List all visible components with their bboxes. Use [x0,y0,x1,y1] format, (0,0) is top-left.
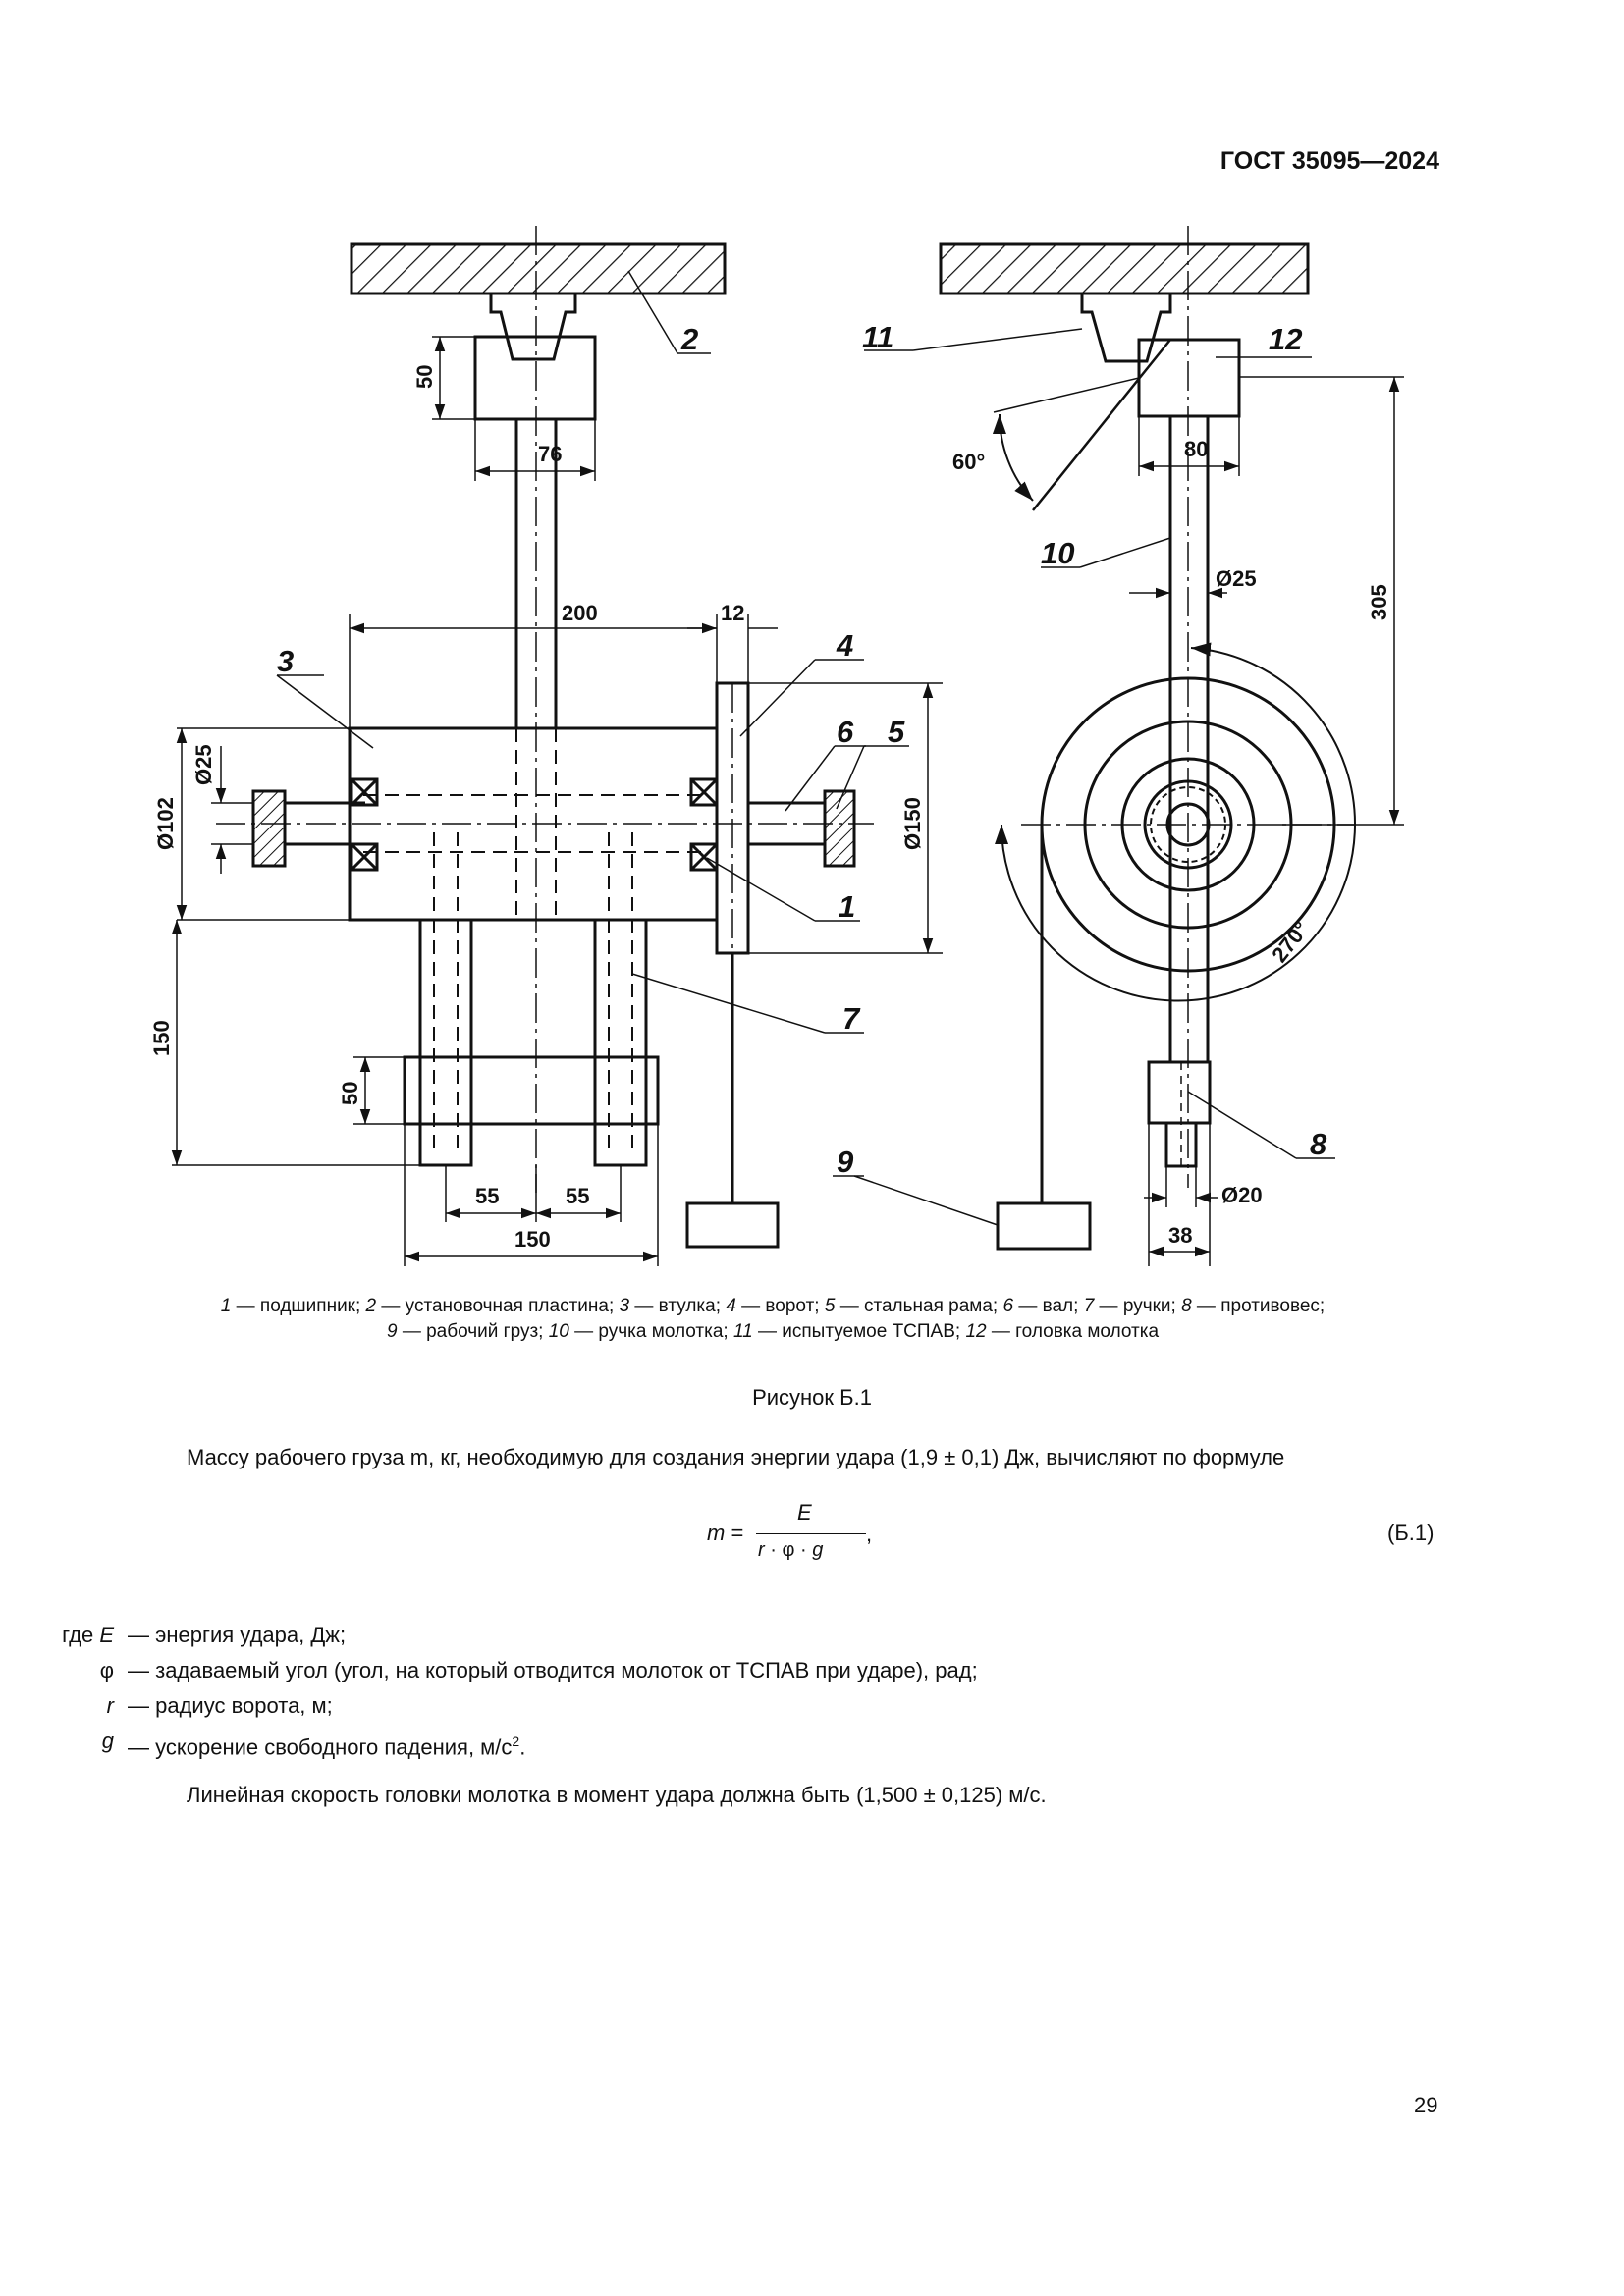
dim-d20: Ø20 [1221,1183,1263,1207]
legend-line: 9 — рабочий груз; 10 — ручка молотка; 11… [108,1319,1437,1345]
tested-device-left [489,292,577,361]
legend-item: 8 — противовес; [1181,1296,1326,1316]
working-load-right [996,1201,1092,1251]
callout-12: 12 [1269,322,1302,356]
dim-150-horiz: 150 [514,1227,551,1252]
frame-left [251,789,287,868]
figure-legend: 1 — подшипник; 2 — установочная пластина… [108,1294,1437,1345]
callout-5: 5 [888,715,905,749]
right-view [939,226,1356,1251]
dim-d25-right: Ø25 [1216,566,1257,591]
hammer-head-left [473,335,597,421]
legend-item: 3 — втулка; [619,1296,727,1316]
hammer-head-right [1137,338,1241,418]
callout-7: 7 [842,1001,861,1036]
callout-6: 6 [837,715,854,749]
document-header: ГОСТ 35095—2024 [1219,147,1439,175]
page-number: 29 [1414,2093,1438,2117]
dim-76: 76 [538,442,562,466]
angle-60: 60° [952,450,985,474]
counterweight-right [1147,1060,1212,1125]
formula-numerator: E [797,1500,812,1524]
formula-lhs: m = [707,1521,744,1545]
dim-200: 200 [562,601,598,625]
callout-2: 2 [680,322,698,356]
dim-55-b: 55 [566,1184,589,1208]
counterweight-bar [403,1055,660,1126]
legend-item: 7 — ручки; [1083,1296,1182,1316]
legend-item: 2 — установочная пластина; [365,1296,620,1316]
left-view [216,226,874,1249]
legend-item: 9 — рабочий груз; [386,1321,549,1342]
dim-80: 80 [1184,437,1208,461]
dim-150-vert: 150 [149,1020,174,1056]
dim-d150: Ø150 [900,797,925,850]
legend-item: 6 — вал; [1002,1296,1084,1316]
legend-item: 10 — ручка молотка; [548,1321,733,1342]
callout-1: 1 [839,889,855,924]
working-load-left [685,1201,780,1249]
figure-b1-drawing: 50 76 200 12 Ø25 Ø102 Ø150 150 50 55 55 … [149,226,1404,1266]
fraction-bar [756,1533,866,1534]
legend-item: 5 — стальная рама; [824,1296,1003,1316]
paragraph-mass: Массу рабочего груза m, кг, необходимую … [187,1445,1285,1469]
tested-device-right [1080,292,1172,363]
legend-line: 1 — подшипник; 2 — установочная пластина… [108,1294,1437,1319]
dim-55-a: 55 [475,1184,499,1208]
dim-305: 305 [1367,584,1391,620]
callout-10: 10 [1041,536,1074,570]
legend-item: 4 — ворот; [726,1296,825,1316]
legend-item: 12 — головка молотка [965,1321,1160,1342]
bearings-left [350,777,719,872]
figure-caption: Рисунок Б.1 [752,1385,872,1410]
mounting-plate-right [939,242,1310,295]
dim-50-top: 50 [412,365,437,389]
callout-4: 4 [836,628,853,663]
callout-9: 9 [837,1145,854,1179]
formula-comma: , [866,1522,873,1546]
formula-denominator: r · φ · g [758,1539,824,1561]
dim-12: 12 [721,601,744,625]
callout-8: 8 [1310,1127,1327,1161]
angle-270: 270° [1267,917,1314,967]
dim-d25-left: Ø25 [191,744,216,785]
mounting-plate-left [350,242,727,295]
paragraph-speed: Линейная скорость головки молотка в моме… [187,1783,1047,1807]
callout-11: 11 [862,320,893,354]
dim-d102: Ø102 [153,797,178,850]
equation-number: (Б.1) [1387,1521,1435,1545]
dim-38: 38 [1168,1223,1192,1248]
legend-item: 11 — испытуемое ТСПАВ; [732,1321,966,1342]
callout-3: 3 [277,644,294,678]
dim-50-bottom: 50 [338,1082,362,1105]
legend-item: 1 — подшипник; [220,1296,366,1316]
formula-b1: m = E , r · φ · g [707,1500,872,1569]
